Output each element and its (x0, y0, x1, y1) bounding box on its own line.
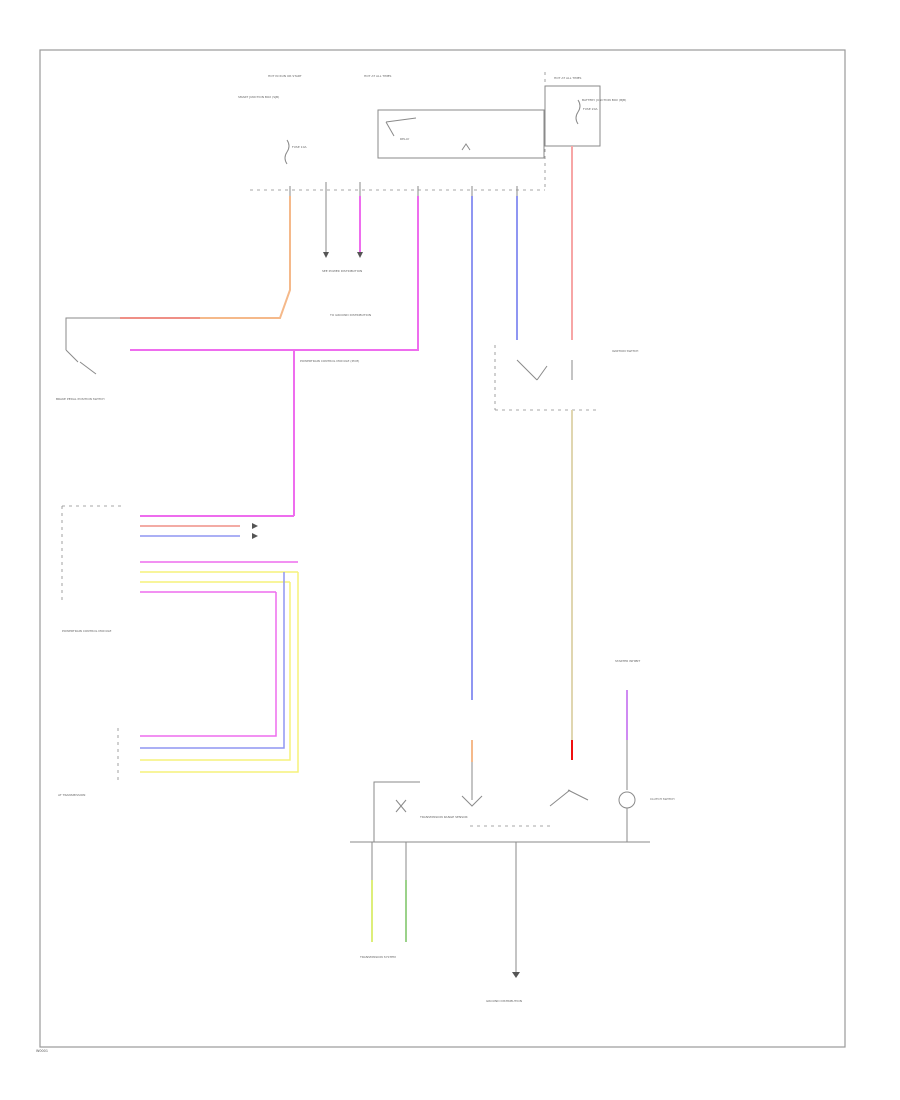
trs-contact-2 (461, 795, 483, 807)
pcm-connector: POWERTRAIN CONTROL MODULE (61, 505, 298, 633)
trs-top-line (373, 781, 420, 842)
connector-ticks (289, 182, 518, 196)
wire-pink (130, 196, 419, 351)
relay-coil-arrow (461, 143, 471, 151)
arrow-down-1 (323, 252, 329, 258)
starter-inh-label: STARTER INHIBIT (615, 659, 640, 663)
to-trans-label: TRANSMISSION SYSTEM (359, 955, 396, 959)
bundle-blue (140, 572, 285, 749)
pcm-arrow-1 (252, 523, 258, 529)
fuse-label-3: HOT AT ALL TIMES (554, 76, 582, 80)
wire-orange (120, 196, 291, 319)
at-transmission-connector: AT TRANSMISSION (58, 728, 119, 797)
bundle-pink (140, 592, 277, 737)
fuse-a-label: FUSE 10A (292, 145, 307, 149)
arrow-down-2 (357, 252, 363, 258)
bjb-box (544, 85, 601, 147)
power-dist-label: SMART JUNCTION BOX (SJB) (238, 95, 279, 99)
fuse-symbol-a (284, 139, 290, 165)
fuse-b-label: FUSE 20A (583, 107, 598, 111)
pcm-arrow-2 (252, 533, 258, 539)
trs-label: TRANSMISSION RANGE SENSOR (419, 815, 468, 819)
trs-contact-3 (549, 789, 589, 807)
ignition-switch: IGNITION SWITCH (494, 345, 638, 411)
junction-box-top: HOT IN RUN OR START HOT AT ALL TIMES HOT… (238, 72, 626, 196)
diagram-frame (39, 49, 846, 1048)
ign-contact-1 (516, 359, 548, 381)
bundle-yellow-1 (140, 572, 299, 773)
trs-contact-1 (395, 799, 407, 813)
clutch-switch: STARTER INHIBIT CLUTCH SWITCH (615, 659, 675, 842)
fuse-label-2: HOT AT ALL TIMES (364, 74, 392, 78)
lamp-icon (618, 791, 636, 809)
figure-id: W0001 (36, 1049, 48, 1053)
battery-box-label: BATTERY JUNCTION BOX (BJB) (582, 98, 626, 102)
fuse-symbol-b (575, 99, 581, 125)
module-comp-label: SEE POWER DISTRIBUTION (322, 269, 362, 273)
transmission-range-sensor: TRANSMISSION RANGE SENSOR (350, 740, 650, 843)
ground-comp-label: TO GROUND DISTRIBUTION (329, 313, 371, 317)
wire-black-brake (65, 317, 120, 350)
ground-terminal-icon (512, 972, 520, 978)
ground-end-label: GROUND DISTRIBUTION (486, 999, 522, 1003)
pcm-label-top: POWERTRAIN CONTROL MODULE (PCM) (300, 359, 359, 363)
brake-switch-label: BRAKE PEDAL POSITION SWITCH (56, 397, 105, 401)
fuse-label-1: HOT IN RUN OR START (268, 74, 302, 78)
trans-ctrl-label: POWERTRAIN CONTROL MODULE (62, 629, 112, 633)
clutch-label: CLUTCH SWITCH (650, 797, 675, 801)
relay-label: RELAY (400, 137, 410, 141)
at-trans-label: AT TRANSMISSION (58, 793, 85, 797)
bundle-yellow-2 (140, 582, 291, 761)
relay-box (377, 109, 545, 159)
brake-pedal-switch: BRAKE PEDAL POSITION SWITCH (56, 349, 105, 401)
ignition-label: IGNITION SWITCH (612, 349, 638, 353)
relay-contact (385, 117, 417, 137)
switch-contact-icon (65, 349, 97, 375)
